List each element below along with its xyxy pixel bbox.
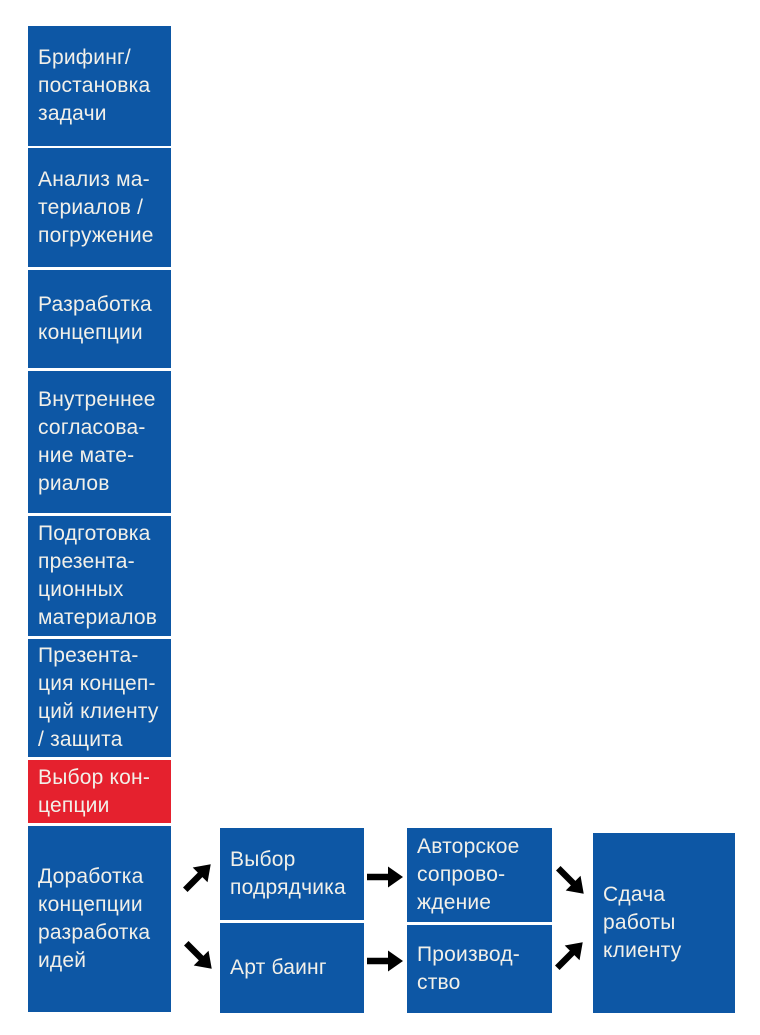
stage-concept-development: Разработка концепции	[28, 270, 171, 368]
stage-contractor-selection-label: Выбор подрядчика	[230, 848, 346, 899]
stage-concept-refinement-label: Доработка концепции разработка идей	[38, 865, 151, 972]
stage-client-presentation-label: Презента- ция концеп- ций клиенту / защи…	[38, 644, 159, 751]
stage-client-presentation: Презента- ция концеп- ций клиенту / защи…	[28, 639, 171, 757]
stage-delivery-label: Сдача работы клиенту	[603, 883, 682, 962]
arrow-up-right-icon	[176, 855, 220, 899]
stage-briefing-label: Брифинг/ постановка задачи	[38, 46, 151, 125]
stage-concept-development-label: Разработка концепции	[38, 293, 152, 344]
arrow-right-icon	[366, 949, 404, 973]
stage-briefing: Брифинг/ постановка задачи	[28, 26, 171, 146]
stage-production: Производ- ство	[407, 925, 552, 1013]
arrow-up-right-icon	[548, 933, 592, 977]
stage-internal-approval-label: Внутреннее согласова- ние мате- риалов	[38, 388, 156, 495]
stage-production-label: Производ- ство	[417, 943, 520, 994]
stage-concept-selection-highlighted: Выбор кон- цепции	[28, 760, 171, 823]
stage-analysis-label: Анализ ма- териалов / погружение	[38, 167, 154, 247]
arrow-down-right-icon	[177, 934, 221, 978]
stage-presentation-materials-label: Подготовка презента- ционных материалов	[38, 522, 158, 629]
stage-concept-selection-label: Выбор кон- цепции	[38, 765, 151, 817]
stage-author-supervision: Авторское сопрово- ждение	[407, 828, 552, 922]
stage-art-buying-label: Арт баинг	[230, 956, 327, 979]
stage-internal-approval: Внутреннее согласова- ние мате- риалов	[28, 371, 171, 513]
arrow-right-icon	[366, 865, 404, 889]
stage-delivery: Сдача работы клиенту	[593, 833, 735, 1013]
stage-art-buying: Арт баинг	[220, 923, 364, 1013]
arrow-down-right-icon	[549, 859, 593, 903]
stage-analysis: Анализ ма- териалов / погружение	[28, 148, 171, 267]
stage-contractor-selection: Выбор подрядчика	[220, 828, 364, 920]
stage-presentation-materials: Подготовка презента- ционных материалов	[28, 516, 171, 636]
stage-concept-refinement: Доработка концепции разработка идей	[28, 826, 171, 1012]
stage-author-supervision-label: Авторское сопрово- ждение	[417, 835, 520, 914]
